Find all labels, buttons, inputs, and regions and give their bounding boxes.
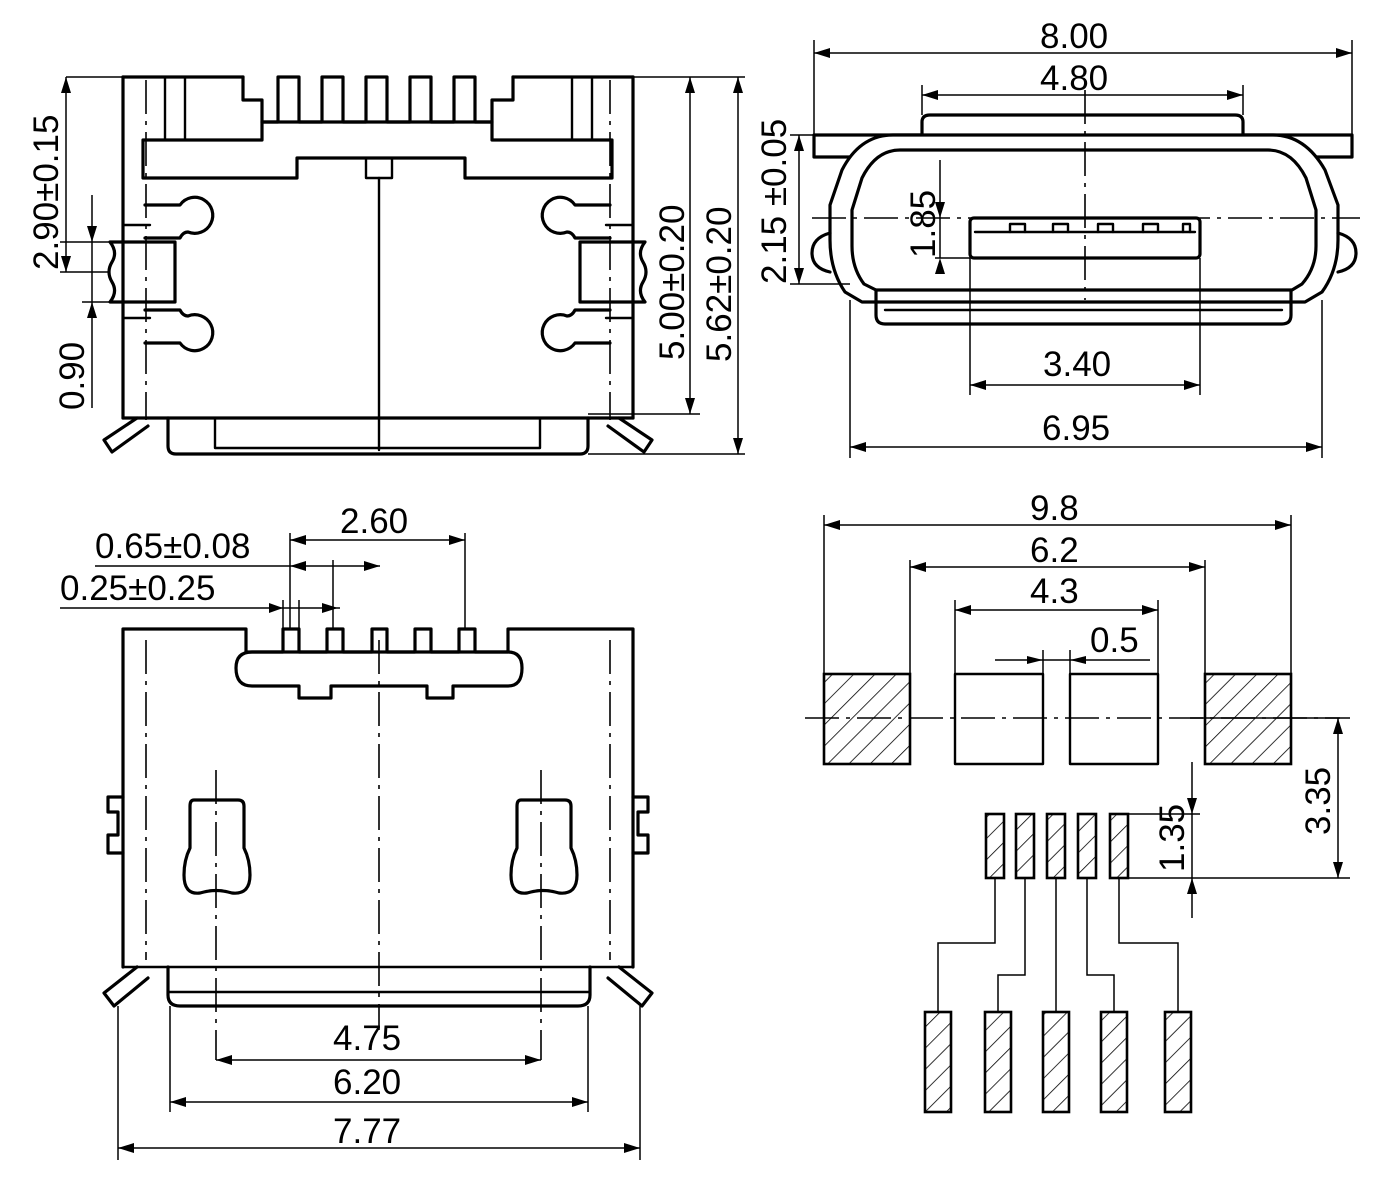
dim-1-35: 1.35 [1153, 804, 1192, 872]
bottom-view-dimensions: 2.60 0.65±0.08 0.25±0.25 4.75 6.20 7.77 [60, 502, 641, 1160]
dim-2-90: 2.90±0.15 [27, 115, 66, 270]
dim-2-15: 2.15 ±0.05 [755, 119, 794, 284]
dim-0-90: 0.90 [53, 342, 92, 410]
dim-4-3: 4.3 [1030, 572, 1079, 611]
dim-6-20: 6.20 [333, 1063, 401, 1102]
dim-5-62: 5.62±0.20 [700, 207, 739, 362]
footprint-dimensions: 9.8 6.2 4.3 0.5 3.35 1.35 [823, 489, 1350, 918]
dim-5-00: 5.00±0.20 [653, 205, 692, 360]
dim-6-2: 6.2 [1030, 531, 1079, 570]
dim-4-75: 4.75 [333, 1019, 401, 1058]
dim-3-40: 3.40 [1043, 345, 1111, 384]
dim-3-35: 3.35 [1299, 767, 1338, 835]
bottom-view-outline [102, 627, 654, 1060]
top-view-outline [102, 75, 654, 456]
dim-9-8: 9.8 [1030, 489, 1079, 528]
dim-0-65: 0.65±0.08 [95, 527, 250, 566]
dim-0-25: 0.25±0.25 [60, 569, 215, 608]
top-view-dimensions: 2.90±0.15 0.90 5.00±0.20 5.62±0.20 [27, 76, 745, 455]
front-view-dimensions: 8.00 4.80 2.15 ±0.05 1.85 3.40 6.95 [755, 17, 1353, 458]
dim-8-00: 8.00 [1040, 17, 1108, 56]
footprint-pads [805, 672, 1340, 1114]
dim-2-60: 2.60 [340, 502, 408, 541]
dim-0-5: 0.5 [1090, 621, 1139, 660]
dim-4-80: 4.80 [1040, 59, 1108, 98]
dim-1-85: 1.85 [904, 190, 943, 258]
dim-7-77: 7.77 [333, 1112, 401, 1151]
dim-6-95: 6.95 [1042, 409, 1110, 448]
front-view-outline [810, 90, 1360, 326]
